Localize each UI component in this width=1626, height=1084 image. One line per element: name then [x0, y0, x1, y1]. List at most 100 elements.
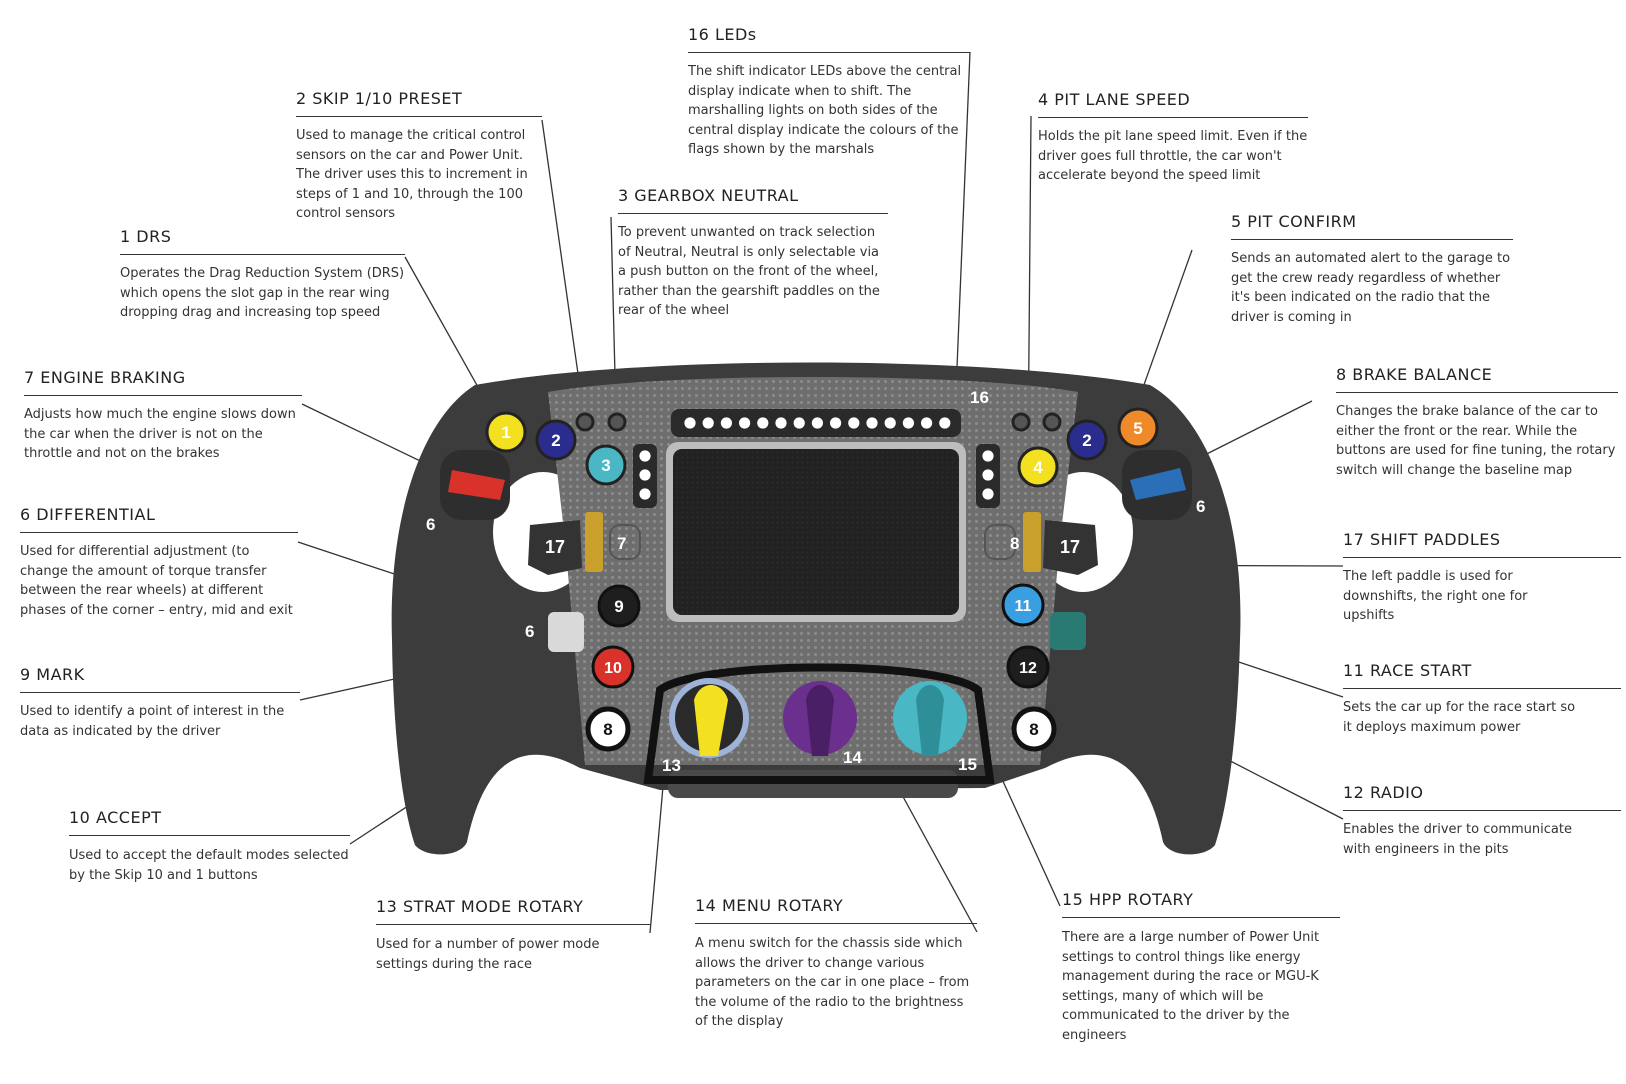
- annotation-description: The left paddle is used for downshifts, …: [1343, 569, 1528, 623]
- shift-led: [775, 417, 787, 429]
- hpp-rotary[interactable]: [893, 681, 967, 756]
- annotation-engine-braking: 7 ENGINE BRAKING Adjusts how much the en…: [24, 368, 302, 464]
- svg-text:2: 2: [551, 431, 560, 450]
- annotation-description: Sets the car up for the race start so it…: [1343, 700, 1576, 735]
- wheel-number-7: 7: [617, 534, 626, 553]
- marshal-lights-right: [982, 450, 994, 500]
- annotation-mark: 9 MARK Used to identify a point of inter…: [20, 665, 300, 741]
- shift-led: [720, 417, 733, 429]
- annotation-accept: 10 ACCEPT Used to accept the default mod…: [69, 808, 350, 885]
- button-pit-lane-speed[interactable]: 4: [1017, 446, 1059, 488]
- shift-led: [902, 417, 915, 429]
- annotation-title: 8 BRAKE BALANCE: [1336, 365, 1618, 393]
- shift-led: [830, 417, 842, 429]
- annotation-leds: 16 LEDs The shift indicator LEDs above t…: [688, 25, 970, 160]
- annotation-title: 9 MARK: [20, 665, 300, 693]
- annotation-shift-paddles: 17 SHIFT PADDLES The left paddle is used…: [1343, 530, 1621, 626]
- annotation-title: 10 ACCEPT: [69, 808, 350, 836]
- wheel-number-8: 8: [1010, 534, 1019, 553]
- annotation-description: To prevent unwanted on track selection o…: [618, 225, 880, 318]
- button-gearbox-neutral[interactable]: 3: [585, 444, 627, 486]
- shift-led: [739, 417, 751, 429]
- annotation-race-start: 11 RACE START Sets the car up for the ra…: [1343, 661, 1621, 737]
- annotation-description: Enables the driver to communicate with e…: [1343, 822, 1572, 857]
- svg-text:4: 4: [1033, 458, 1043, 477]
- button-drs[interactable]: 1: [485, 411, 527, 453]
- shift-led: [757, 417, 769, 429]
- annotation-title: 1 DRS: [120, 227, 405, 255]
- wheel-number-6-right: 6: [1196, 497, 1205, 516]
- annotation-title: 12 RADIO: [1343, 783, 1621, 811]
- button-left-8[interactable]: 8: [585, 706, 631, 752]
- svg-text:12: 12: [1019, 660, 1037, 677]
- annotation-title: 13 STRAT MODE ROTARY: [376, 897, 650, 925]
- svg-text:5: 5: [1133, 419, 1142, 438]
- annotation-skip-preset: 2 SKIP 1/10 PRESET Used to manage the cr…: [296, 89, 542, 224]
- button-skip-left[interactable]: 2: [535, 419, 577, 461]
- button-radio[interactable]: 12: [1006, 645, 1050, 689]
- annotation-radio: 12 RADIO Enables the driver to communica…: [1343, 783, 1621, 859]
- svg-text:3: 3: [601, 456, 610, 475]
- annotation-description: Sends an automated alert to the garage t…: [1231, 251, 1511, 325]
- menu-rotary[interactable]: [783, 681, 857, 756]
- annotation-title: 7 ENGINE BRAKING: [24, 368, 302, 396]
- annotation-title: 14 MENU ROTARY: [695, 896, 977, 924]
- button-mark[interactable]: 9: [597, 584, 641, 628]
- annotation-description: Used to manage the critical control sens…: [296, 128, 528, 221]
- wheel-number-13: 13: [662, 756, 681, 775]
- wheel-number-15: 15: [958, 755, 977, 774]
- shift-led: [939, 417, 951, 429]
- shift-led: [884, 417, 896, 429]
- annotation-differential: 6 DIFFERENTIAL Used for differential adj…: [20, 505, 298, 620]
- annotation-menu-rotary: 14 MENU ROTARY A menu switch for the cha…: [695, 896, 977, 1032]
- svg-text:9: 9: [614, 597, 623, 616]
- marshal-light: [639, 450, 651, 462]
- marshal-light: [639, 488, 651, 500]
- marshal-light: [982, 488, 994, 500]
- shift-led: [848, 417, 860, 429]
- wheel-number-17-left: 17: [545, 537, 565, 557]
- annotation-title: 17 SHIFT PADDLES: [1343, 530, 1621, 558]
- annotation-description: Used for a number of power mode settings…: [376, 937, 600, 972]
- button-accept[interactable]: 10: [591, 645, 635, 689]
- strat-mode-rotary[interactable]: [669, 678, 749, 758]
- marshal-light: [639, 469, 651, 481]
- annotation-hpp-rotary: 15 HPP ROTARY There are a large number o…: [1062, 890, 1340, 1045]
- svg-text:11: 11: [1015, 598, 1032, 615]
- annotation-description: Changes the brake balance of the car to …: [1336, 404, 1616, 478]
- button-pit-confirm[interactable]: 5: [1117, 407, 1159, 449]
- svg-text:10: 10: [604, 660, 622, 677]
- shift-led: [684, 417, 696, 429]
- shift-led: [921, 417, 933, 429]
- marshal-lights-left: [639, 450, 651, 500]
- annotation-description: There are a large number of Power Unit s…: [1062, 930, 1320, 1043]
- annotation-pit-lane-speed: 4 PIT LANE SPEED Holds the pit lane spee…: [1038, 90, 1308, 186]
- button-skip-right[interactable]: 2: [1066, 419, 1108, 461]
- button-right-8[interactable]: 8: [1011, 706, 1057, 752]
- shift-led-row: [684, 417, 951, 429]
- wheel-number-16: 16: [970, 388, 989, 407]
- annotation-description: The shift indicator LEDs above the centr…: [688, 64, 962, 157]
- shift-led: [811, 417, 824, 429]
- annotation-description: Operates the Drag Reduction System (DRS)…: [120, 266, 405, 320]
- marshal-light: [982, 469, 994, 481]
- svg-text:8: 8: [603, 720, 612, 739]
- shift-led: [866, 417, 878, 429]
- svg-text:2: 2: [1082, 431, 1091, 450]
- shift-led: [702, 417, 714, 429]
- annotation-drs: 1 DRS Operates the Drag Reduction System…: [120, 227, 405, 323]
- wheel-number-17-right: 17: [1060, 537, 1080, 557]
- annotation-description: Adjusts how much the engine slows down t…: [24, 407, 296, 461]
- annotation-brake-balance: 8 BRAKE BALANCE Changes the brake balanc…: [1336, 365, 1618, 480]
- svg-text:1: 1: [501, 423, 510, 442]
- annotation-title: 15 HPP ROTARY: [1062, 890, 1340, 918]
- button-race-start[interactable]: 11: [1001, 583, 1045, 627]
- annotation-title: 3 GEARBOX NEUTRAL: [618, 186, 888, 214]
- annotation-description: Used for differential adjustment (to cha…: [20, 544, 293, 618]
- annotation-description: A menu switch for the chassis side which…: [695, 936, 970, 1029]
- marshal-light: [982, 450, 994, 462]
- wheel-number-6-diff: 6: [525, 622, 534, 641]
- wheel-number-14: 14: [843, 748, 862, 767]
